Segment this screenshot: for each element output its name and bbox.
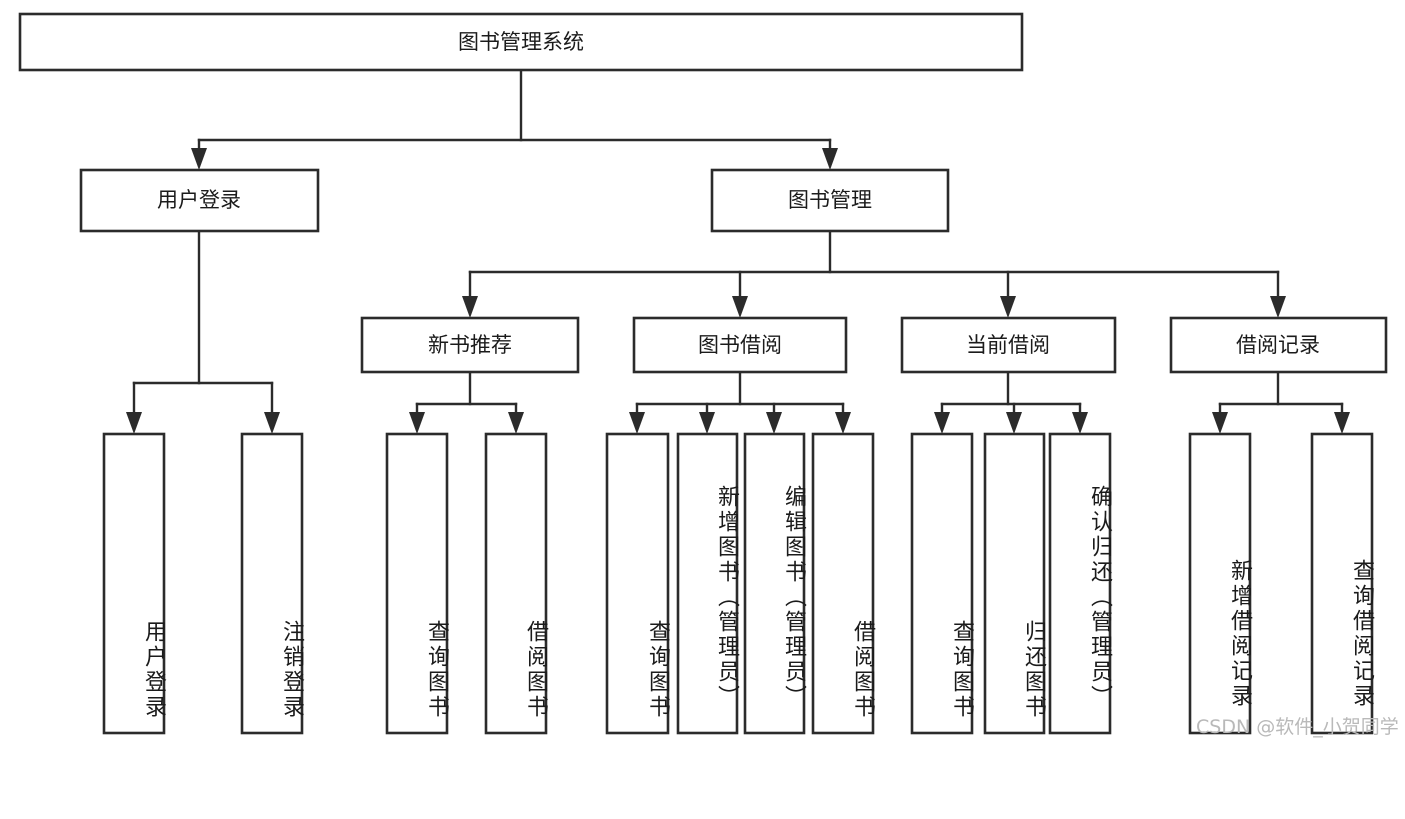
node-box-leaf-query-book-1[interactable]: [385, 432, 449, 735]
node-box-current-borrow[interactable]: [900, 316, 1117, 374]
node-label-current-borrow: 当前借阅: [966, 333, 1050, 357]
node-box-leaf-confirm-return[interactable]: [1048, 432, 1112, 735]
diagram-canvas: 图书管理系统 用户登录 图书管理 新书推荐 图书借阅 当前借阅 借阅记录 用户登…: [18, 12, 1399, 738]
node-box-new-book-recommend[interactable]: [360, 316, 580, 374]
hierarchy-diagram: 图书管理系统 用户登录 图书管理 新书推荐 图书借阅 当前借阅 借阅记录: [18, 12, 1388, 735]
node-box-book-manage[interactable]: [710, 168, 950, 233]
node-box-leaf-return-book[interactable]: [983, 432, 1046, 735]
watermark-credit: CSDN @软件_小贺同学: [1196, 716, 1399, 738]
node-box-leaf-borrow-book-1[interactable]: [484, 432, 548, 735]
connector-bookmanage-to-level2: [462, 229, 1286, 318]
node-box-leaf-query-book-2[interactable]: [605, 432, 670, 735]
node-label-user-login: 用户登录: [157, 188, 241, 212]
node-box-leaf-query-book-3[interactable]: [910, 432, 974, 735]
node-box-leaf-borrow-book-2[interactable]: [811, 432, 875, 735]
node-box-book-borrow[interactable]: [632, 316, 848, 374]
node-box-borrow-record[interactable]: [1169, 316, 1388, 374]
connector-borrowrecord-to-leaves: [1212, 370, 1350, 434]
node-box-leaf-edit-book[interactable]: [743, 432, 806, 735]
connector-userlogin-to-leaves: [126, 229, 280, 434]
connector-currentborrow-to-leaves: [934, 370, 1088, 434]
node-label-book-manage: 图书管理: [788, 188, 872, 212]
node-box-leaf-user-login[interactable]: [102, 432, 166, 735]
node-box-user-login[interactable]: [79, 168, 320, 233]
node-label-book-borrow: 图书借阅: [698, 333, 782, 357]
node-box-leaf-logout[interactable]: [240, 432, 304, 735]
connector-bookborrow-to-leaves: [629, 370, 851, 434]
connector-recommend-to-leaves: [409, 370, 524, 434]
node-label-new-book-recommend: 新书推荐: [428, 333, 512, 357]
node-box-leaf-query-record[interactable]: [1310, 432, 1374, 735]
node-box-leaf-add-book[interactable]: [676, 432, 739, 735]
connector-root-to-level1: [191, 68, 838, 170]
node-box-leaf-add-record[interactable]: [1188, 432, 1252, 735]
node-box-root[interactable]: [18, 12, 1024, 72]
node-label-borrow-record: 借阅记录: [1236, 333, 1320, 357]
node-label-root: 图书管理系统: [458, 30, 584, 54]
